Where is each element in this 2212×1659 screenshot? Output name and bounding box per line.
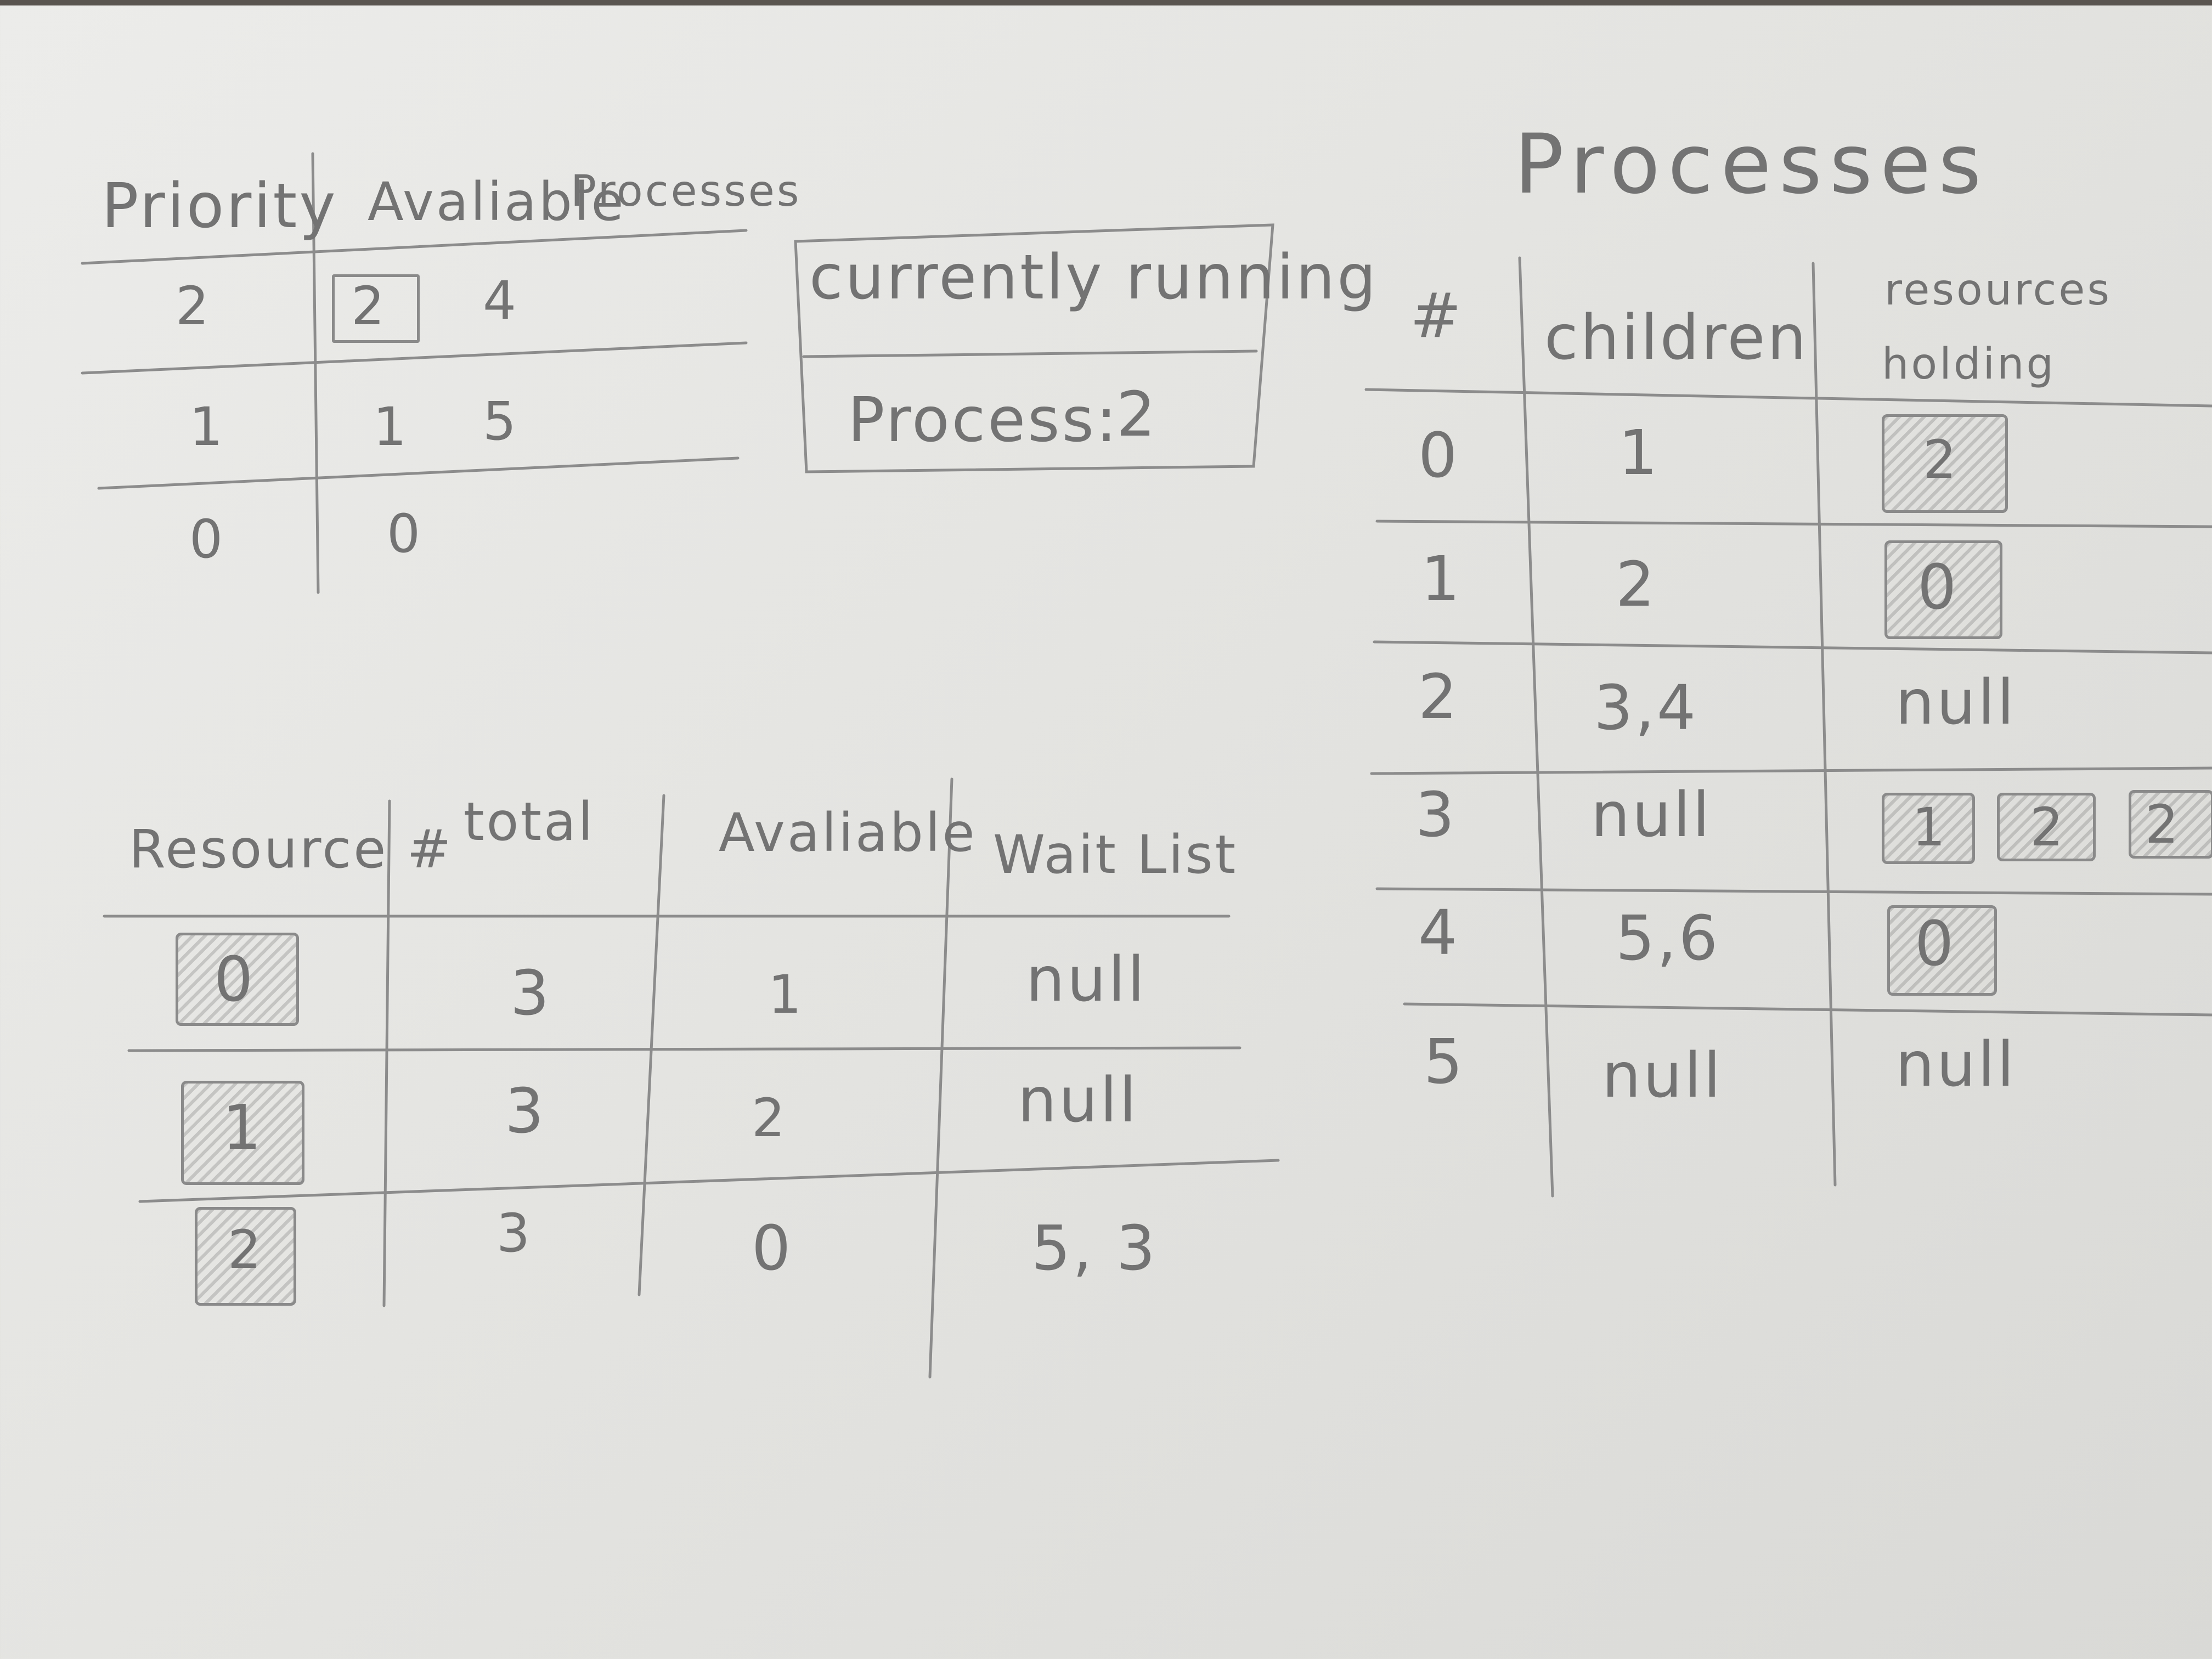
processes-subheader: Processes [571, 167, 802, 216]
process-children: 3,4 [1594, 673, 1699, 744]
processes-row-rule-4 [1375, 887, 2212, 896]
available-process: 1 [373, 396, 409, 458]
wait-list-header: Wait List [993, 824, 1238, 885]
running-box-outline [794, 223, 1274, 473]
resource-id: 1 [222, 1092, 264, 1164]
process-children: 5,6 [1616, 903, 1720, 974]
resource-id-marker [195, 1207, 296, 1306]
held-resource-box [1882, 793, 1975, 864]
priority-header-rule [81, 229, 748, 265]
available-process: 2 [351, 275, 387, 337]
priority-row-rule-2 [97, 456, 740, 490]
processes-column-divider-2 [1812, 262, 1837, 1187]
process-children: null [1602, 1040, 1723, 1111]
resources-holding-header: holding [1882, 340, 2056, 389]
processes-row-rule-5 [1403, 1002, 2212, 1017]
total-header: total [464, 791, 595, 853]
resource-row-rule-2 [138, 1159, 1280, 1203]
held-resource: 0 [1917, 552, 1959, 623]
children-header: children [1544, 302, 1809, 374]
table-edge [0, 0, 2212, 5]
held-resource: null [1895, 1029, 2017, 1101]
running-process-label: Process: [848, 385, 1119, 456]
running-box-title: currently running [809, 242, 1379, 313]
resource-wait-list: null [1026, 944, 1147, 1015]
held-resource-box [1884, 540, 2002, 639]
priority-row-rule-1 [81, 341, 748, 375]
resource-id-marker [181, 1081, 304, 1185]
running-process-value: 2 [1116, 379, 1158, 450]
held-resource: 2 [2145, 794, 2181, 855]
available-process: 0 [387, 503, 423, 565]
resource-available-header: Avaliable [719, 802, 977, 864]
resource-available: 1 [768, 964, 804, 1025]
available-process: 5 [483, 391, 519, 452]
resource-available: 0 [752, 1213, 793, 1284]
process-children: 1 [1618, 417, 1660, 489]
resource-available: 2 [752, 1087, 788, 1149]
process-number: 3 [1415, 780, 1457, 851]
resource-total: 3 [505, 1076, 546, 1147]
running-box-divider [802, 349, 1258, 358]
resource-column-divider-2 [637, 794, 665, 1296]
resource-wait-list: 5, 3 [1031, 1213, 1158, 1284]
held-resource-box [1887, 905, 1997, 996]
available-header: Avaliable [368, 171, 626, 233]
selected-process-box [332, 274, 420, 343]
resource-id-header: Resource # [129, 819, 454, 880]
process-children: 2 [1616, 549, 1657, 620]
processes-header-rule [1364, 388, 2212, 408]
resource-total: 3 [496, 1203, 533, 1264]
priority-value: 1 [189, 396, 225, 458]
resource-id: 2 [228, 1219, 264, 1280]
process-number: 2 [1418, 662, 1460, 733]
processes-row-rule-2 [1373, 640, 2212, 654]
resource-column-divider-1 [382, 799, 391, 1307]
resources-holding-header: resources [1884, 266, 2112, 315]
process-number: 0 [1418, 420, 1460, 492]
priority-value: 0 [189, 509, 225, 570]
resource-row-rule-1 [127, 1046, 1242, 1052]
held-resource-box [1997, 793, 2096, 861]
process-number-header: # [1410, 280, 1464, 352]
held-resource-box [2129, 790, 2212, 859]
held-resource: 0 [1915, 909, 1956, 980]
held-resource: null [1895, 667, 2017, 738]
resource-column-divider-3 [928, 777, 953, 1379]
held-resource-box [1882, 414, 2008, 513]
priority-header: Priority [101, 171, 338, 242]
held-resource: 2 [2030, 797, 2066, 858]
processes-column-divider-1 [1518, 256, 1554, 1198]
process-number: 5 [1424, 1026, 1465, 1098]
resource-wait-list: null [1018, 1065, 1139, 1136]
resource-id-marker [176, 933, 299, 1026]
resource-id: 0 [214, 944, 256, 1015]
resource-total: 3 [510, 958, 552, 1029]
process-number: 4 [1418, 898, 1460, 969]
held-resource: 2 [1923, 429, 1959, 490]
available-process: 4 [483, 270, 519, 331]
processes-title: Processes [1514, 117, 1989, 212]
process-number: 1 [1421, 544, 1463, 615]
processes-row-rule-1 [1375, 520, 2212, 528]
priority-value: 2 [176, 275, 212, 337]
held-resource: 1 [1912, 797, 1948, 858]
priority-column-divider [311, 152, 320, 594]
process-children: null [1591, 780, 1712, 851]
processes-row-rule-3 [1370, 766, 2212, 775]
